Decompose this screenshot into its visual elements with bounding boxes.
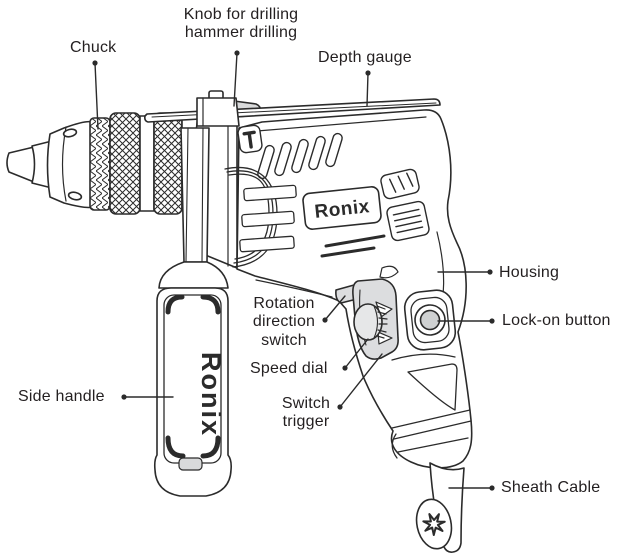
brand-plate: Ronix	[302, 186, 386, 258]
cable-cross-section	[415, 498, 453, 550]
label-knob-line1: Knob for drilling	[183, 6, 299, 23]
leader-switch-trigger	[337, 353, 383, 410]
label-switch-trigger: Switch trigger	[268, 395, 344, 432]
label-side-handle: Side handle	[18, 388, 105, 405]
label-rotation-line3: switch	[261, 331, 307, 349]
chuck-part	[6, 112, 199, 215]
label-depth-gauge: Depth gauge	[318, 49, 412, 66]
label-rotation-line2: direction	[252, 313, 316, 331]
side-grille	[380, 168, 430, 242]
leader-depth-gauge	[365, 70, 371, 107]
grip-details	[391, 353, 472, 459]
label-rotation-line1: Rotation	[253, 295, 315, 312]
clamp-strap	[224, 166, 297, 268]
leader-housing	[437, 269, 493, 275]
brand-logo-handle: Ronix	[196, 352, 226, 437]
leader-chuck	[92, 60, 99, 130]
leader-speed-dial	[342, 338, 369, 371]
label-knob: Knob for drilling hammer drilling	[176, 6, 306, 43]
label-knob-line2: hammer drilling	[184, 24, 298, 42]
leader-lines	[92, 50, 495, 491]
leader-knob	[233, 50, 240, 107]
label-switch-trigger-line2: trigger	[282, 413, 330, 431]
leader-rotation	[322, 295, 346, 323]
lock-on-button-part	[403, 289, 457, 351]
leader-side-handle	[121, 394, 174, 400]
label-chuck: Chuck	[70, 39, 117, 56]
mode-icon	[237, 124, 263, 154]
leader-sheath-cable	[448, 485, 495, 491]
label-lock-on-button: Lock-on button	[502, 312, 611, 329]
leader-lock-on	[437, 318, 495, 324]
handle-clamp	[196, 90, 240, 127]
side-handle-part: Ronix	[153, 127, 232, 497]
label-housing: Housing	[499, 264, 560, 281]
label-switch-trigger-line1: Switch	[281, 395, 331, 412]
label-sheath-cable: Sheath Cable	[501, 479, 601, 496]
label-speed-dial: Speed dial	[250, 360, 328, 377]
sheath-cable-part	[415, 462, 465, 553]
label-rotation-switch: Rotation direction switch	[243, 295, 325, 350]
trigger-assembly	[335, 278, 399, 360]
